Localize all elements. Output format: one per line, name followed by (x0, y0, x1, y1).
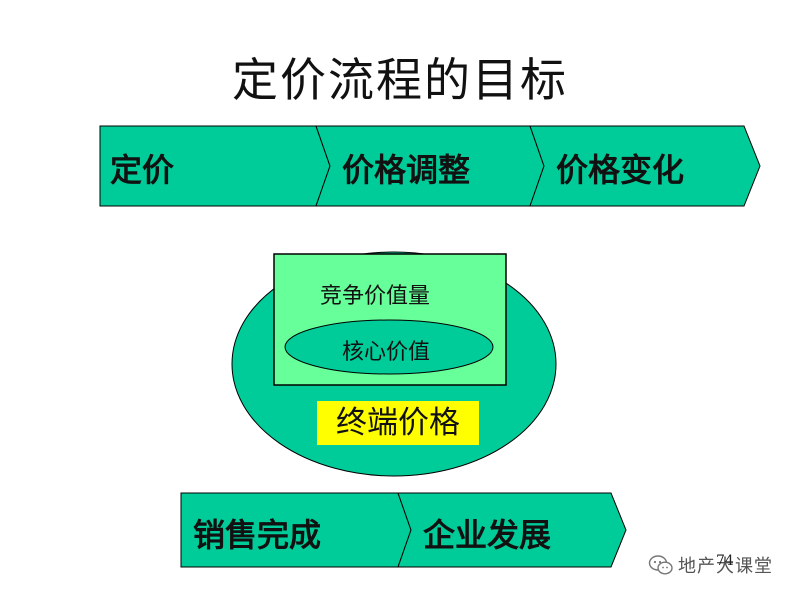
watermark-text: 地产大课堂 (678, 556, 773, 577)
core-value-label: 核心价值 (342, 340, 431, 365)
top-flow-step-2-label: 价格调整 (342, 151, 471, 189)
bottom-flow-step-2-label: 企业发展 (423, 516, 552, 554)
slide-title: 定价流程的目标 (232, 53, 568, 107)
competitive-value-label: 竞争价值量 (320, 284, 431, 309)
watermark: 地产大课堂 (648, 552, 773, 578)
top-flow-step-1-label: 定价 (110, 151, 175, 189)
core-value-ellipse (284, 319, 494, 375)
top-flow-step-3-shape (529, 125, 761, 207)
page-number: 74 (716, 553, 734, 569)
top-flow-step-3-label: 价格变化 (556, 151, 685, 189)
terminal-price-label: 终端价格 (317, 401, 479, 445)
bottom-flow-step-2-shape (397, 492, 627, 568)
wechat-icon (648, 555, 673, 575)
bottom-flow-step-1-label: 销售完成 (193, 516, 322, 554)
